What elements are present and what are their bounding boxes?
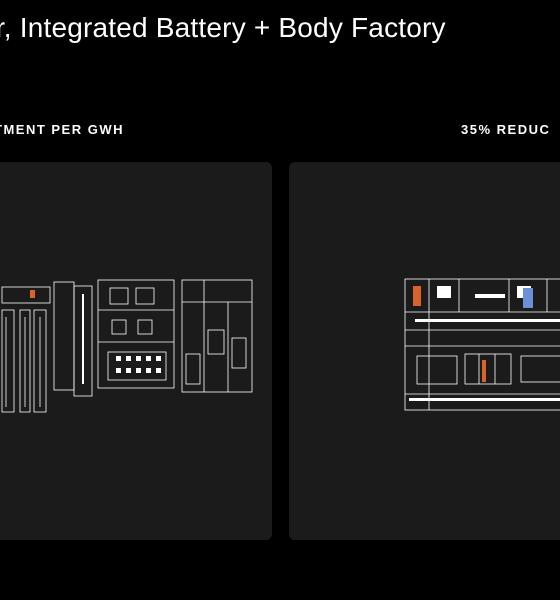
right-panel [289,162,560,540]
slide-title: er, Integrated Battery + Body Factory [0,12,446,43]
right-panel-label: 35% REDUC [461,122,551,137]
left-panel-label: TMENT PER GWH [0,122,124,137]
integrated-factory-floorplan-drawing [404,278,560,411]
left-panel [0,162,272,540]
factory-floorplan-drawing [1,279,253,413]
